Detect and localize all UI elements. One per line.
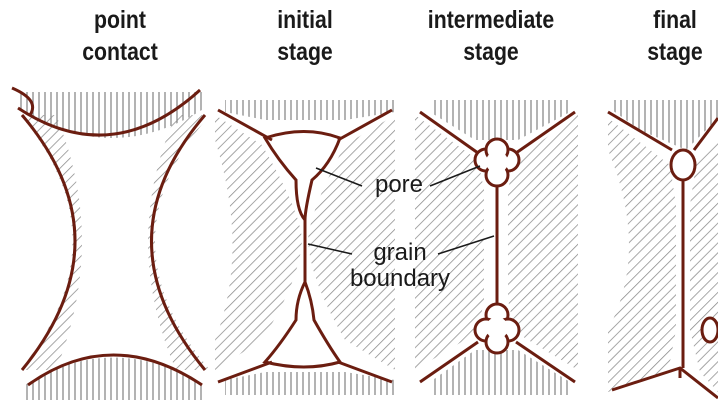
grain-left-hatch	[608, 118, 676, 392]
pore-label: pore	[368, 172, 430, 198]
grain-top-hatch	[225, 100, 395, 120]
panel-final-stage	[608, 100, 718, 398]
grain-right-outline	[152, 115, 206, 370]
grain-boundary-label: grain boundary	[340, 240, 460, 292]
grain-bottom-hatch	[225, 372, 395, 395]
pore-top	[671, 150, 695, 180]
pore-isolated	[702, 318, 718, 342]
grain-bottom-hatch	[430, 350, 570, 395]
grain-right-hatch	[690, 140, 718, 392]
panel-point-contact	[12, 88, 210, 400]
